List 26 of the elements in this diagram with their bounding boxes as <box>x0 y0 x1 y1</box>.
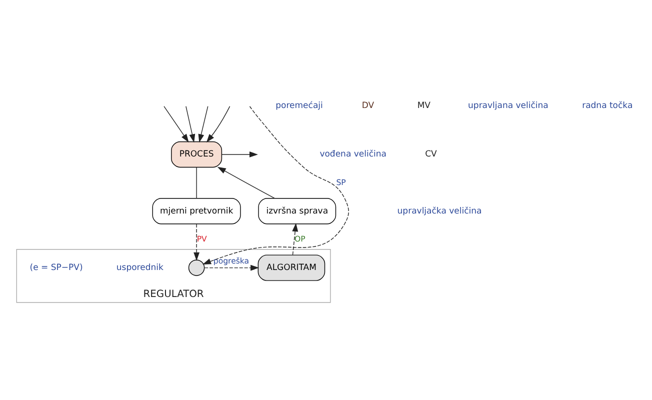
arrow <box>194 223 200 260</box>
arrow <box>206 105 230 142</box>
arrow <box>186 105 196 142</box>
arrow <box>204 264 260 270</box>
arrow <box>164 105 189 142</box>
label: vođena veličina <box>320 149 386 160</box>
arrow <box>292 222 298 255</box>
arrow <box>202 106 349 264</box>
label: MV <box>417 100 431 110</box>
node-box: izvršna sprava <box>258 198 336 224</box>
node-label: usporednik <box>116 262 164 272</box>
label: DV <box>362 100 374 110</box>
node-box: mjerni pretvornik <box>152 198 241 224</box>
arrow <box>217 166 276 198</box>
label: radna točka <box>582 100 633 110</box>
arrow <box>198 105 208 142</box>
node-box: PROCES <box>171 140 222 168</box>
node-circle <box>188 259 205 276</box>
label: poremećaji <box>276 100 323 110</box>
label: (e = SP−PV) <box>30 262 83 272</box>
connector <box>196 166 197 198</box>
label: upravljačka veličina <box>397 206 482 216</box>
node-box: ALGORITAM <box>258 254 326 280</box>
label: CV <box>425 149 437 160</box>
arrow <box>221 150 258 157</box>
label: upravljana veličina <box>468 100 548 110</box>
